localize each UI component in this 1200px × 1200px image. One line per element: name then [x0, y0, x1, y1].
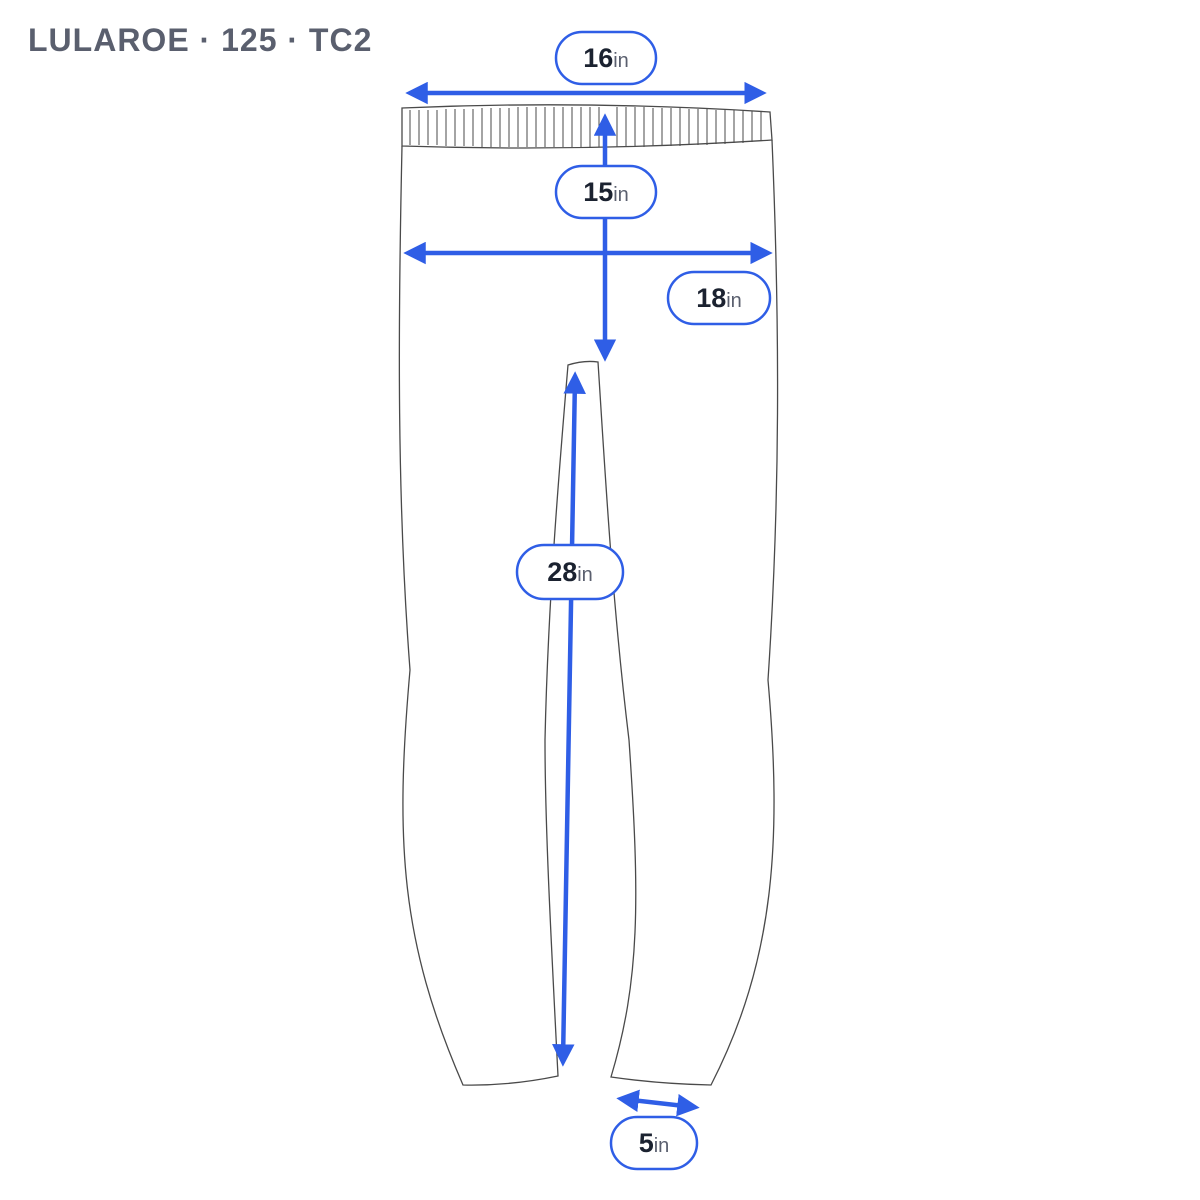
- svg-text:15in: 15in: [583, 177, 629, 207]
- front-rise-unit: in: [613, 184, 629, 206]
- hip-width-unit: in: [726, 290, 742, 312]
- inseam-unit: in: [577, 564, 593, 586]
- measurement-label-waist-width: 16in: [554, 30, 658, 86]
- left-leg: [398, 139, 779, 1086]
- svg-text:5in: 5in: [639, 1128, 670, 1158]
- leg-opening-unit: in: [654, 1135, 670, 1157]
- waist-width-value: 16: [583, 43, 613, 73]
- measurement-label-leg-opening: 5in: [609, 1115, 699, 1171]
- measurement-arrows: [403, 81, 773, 1117]
- leggings-outline: [398, 104, 779, 1086]
- inseam-value: 28: [547, 557, 577, 587]
- svg-text:16in: 16in: [583, 43, 629, 73]
- svg-text:18in: 18in: [696, 283, 742, 313]
- inseam-arrow: [552, 371, 586, 1067]
- measurement-label-hip-width: 18in: [666, 270, 772, 326]
- hip-width-value: 18: [696, 283, 726, 313]
- leg-opening-value: 5: [639, 1128, 654, 1158]
- measurement-label-inseam: 28in: [515, 543, 625, 601]
- front-rise-value: 15: [583, 177, 613, 207]
- waistband-ribbing: [409, 107, 762, 147]
- waist-width-unit: in: [613, 50, 629, 72]
- product-title: LULAROE · 125 · TC2: [28, 22, 373, 58]
- svg-text:28in: 28in: [547, 557, 593, 587]
- measurement-label-front-rise: 15in: [554, 164, 658, 220]
- leg-opening-arrow: [616, 1089, 700, 1117]
